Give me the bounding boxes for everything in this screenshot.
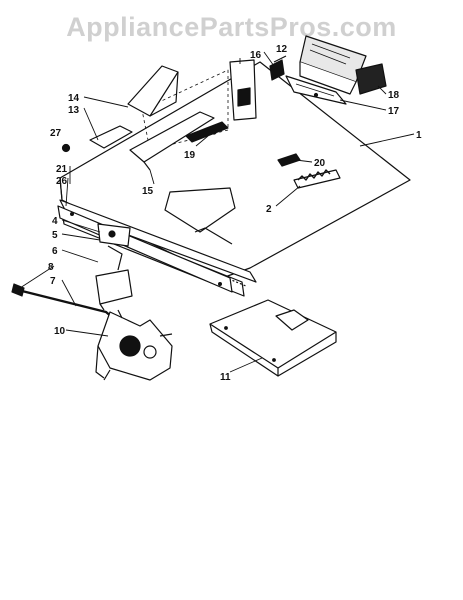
callout-18: 18 [388, 90, 400, 101]
lever [129, 111, 215, 171]
vent-duct [229, 59, 257, 121]
valve-assembly [95, 309, 173, 381]
callout-12: 12 [276, 44, 288, 55]
callout-4: 4 [52, 216, 58, 227]
callout-27: 27 [50, 128, 62, 139]
callout-6: 6 [52, 246, 58, 257]
callout-19: 19 [184, 150, 196, 161]
ignitor [277, 153, 301, 167]
callout-16: 16 [250, 50, 262, 61]
main-panel [59, 61, 411, 279]
heater-element [293, 169, 341, 189]
chute [127, 65, 179, 117]
bracket-stack [95, 223, 133, 311]
callout-21: 21 [56, 164, 68, 175]
callout-labels: 14 13 27 21 26 4 5 6 8 7 10 11 16 12 18 … [48, 44, 422, 383]
callout-20: 20 [314, 158, 326, 169]
watermark: AppliancePartsPros.com [66, 12, 397, 42]
tray [89, 125, 133, 149]
callout-10: 10 [54, 326, 66, 337]
mounting-plate [285, 75, 347, 105]
leader-lines [19, 51, 415, 373]
callout-13: 13 [68, 105, 80, 116]
callout-15: 15 [142, 186, 154, 197]
callout-7: 7 [50, 276, 56, 287]
callout-1: 1 [416, 130, 422, 141]
bottom-plate [209, 299, 337, 377]
callout-11: 11 [220, 372, 231, 383]
callout-5: 5 [52, 230, 58, 241]
callout-14: 14 [68, 93, 80, 104]
link [185, 121, 229, 143]
callout-26: 26 [56, 176, 68, 187]
callout-17: 17 [388, 106, 400, 117]
callout-2: 2 [266, 204, 272, 215]
small-bracket [269, 55, 287, 81]
callout-8: 8 [48, 262, 54, 273]
screw [61, 143, 71, 153]
